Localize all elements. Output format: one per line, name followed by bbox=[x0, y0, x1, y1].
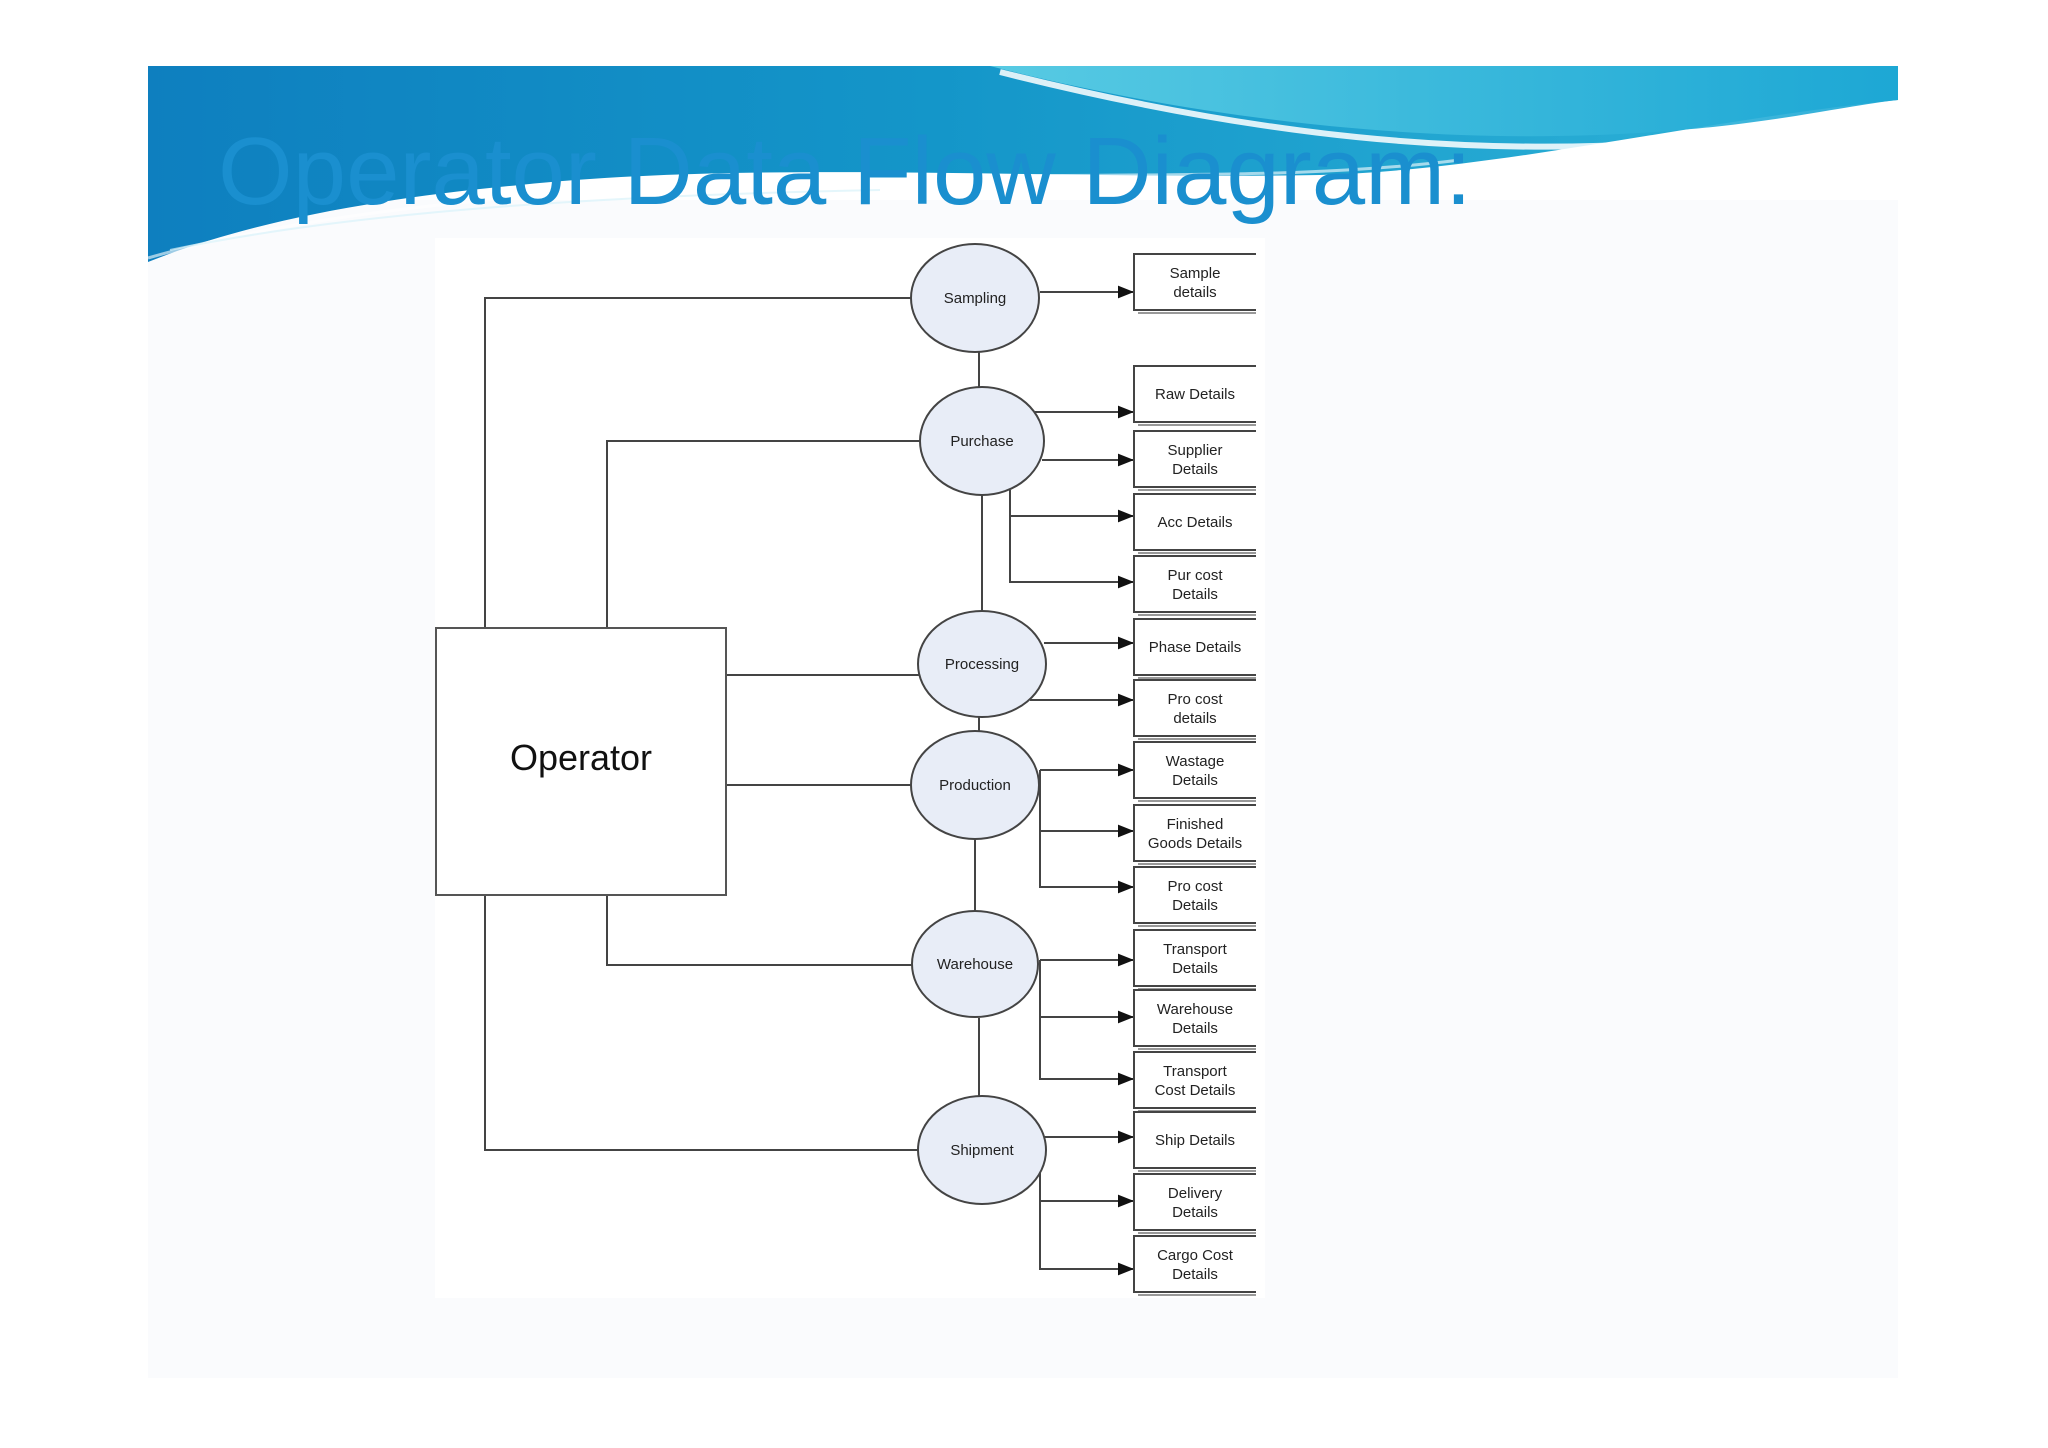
store-sample-details-label: Sample bbox=[1170, 265, 1221, 282]
process-production-label: Production bbox=[939, 777, 1011, 794]
processes: SamplingPurchaseProcessingProductionWare… bbox=[910, 243, 1047, 1205]
store-delivery-details-label: Details bbox=[1172, 1204, 1218, 1221]
process-sampling-bubble bbox=[910, 243, 1040, 353]
process-processing: Processing bbox=[917, 610, 1047, 718]
store-phase-details-label: Phase Details bbox=[1149, 639, 1242, 656]
store-supplier-details-label: Details bbox=[1172, 461, 1218, 478]
store-pro-cost-details-1-label: details bbox=[1173, 710, 1216, 727]
process-purchase-bubble bbox=[919, 386, 1045, 496]
store-transport-cost-details-label: Cost Details bbox=[1155, 1082, 1236, 1099]
store-pur-cost-details-label: Details bbox=[1172, 586, 1218, 603]
store-pro-cost-details-1: Pro cost details bbox=[1133, 679, 1256, 740]
process-sampling-label: Sampling bbox=[944, 290, 1007, 307]
store-wastage-details-label: Wastage bbox=[1166, 753, 1225, 770]
store-pur-cost-details-label: Pur cost bbox=[1167, 567, 1223, 584]
process-purchase-label: Purchase bbox=[950, 433, 1013, 450]
store-acc-details: Acc Details bbox=[1133, 493, 1256, 554]
title-banner bbox=[147, 66, 1898, 262]
store-transport-details-label: Transport bbox=[1163, 941, 1227, 958]
store-sample-details-label: details bbox=[1173, 284, 1216, 301]
store-raw-details-label: Raw Details bbox=[1155, 386, 1235, 403]
operator-label: Operator bbox=[510, 737, 652, 778]
store-pro-cost-details-1-label: Pro cost bbox=[1167, 691, 1223, 708]
process-processing-bubble bbox=[917, 610, 1047, 718]
store-cargo-cost-details-label: Cargo Cost bbox=[1157, 1247, 1234, 1264]
slide-title: Operator Data Flow Diagram: bbox=[218, 118, 1472, 225]
store-sample-details: Sample details bbox=[1133, 253, 1256, 314]
store-supplier-details-label: Supplier bbox=[1167, 442, 1222, 459]
store-transport-cost-details-label: Transport bbox=[1163, 1063, 1227, 1080]
store-cargo-cost-details-label: Details bbox=[1172, 1266, 1218, 1283]
store-wastage-details-label: Details bbox=[1172, 772, 1218, 789]
process-shipment-bubble bbox=[917, 1095, 1047, 1205]
store-warehouse-details-label: Warehouse bbox=[1157, 1001, 1233, 1018]
process-processing-label: Processing bbox=[945, 656, 1019, 673]
process-links bbox=[974, 352, 983, 1096]
store-ship-details-label: Ship Details bbox=[1155, 1132, 1235, 1149]
process-sampling: Sampling bbox=[910, 243, 1040, 353]
process-warehouse: Warehouse bbox=[911, 910, 1039, 1018]
store-warehouse-details-label: Details bbox=[1172, 1020, 1218, 1037]
process-shipment-label: Shipment bbox=[950, 1142, 1014, 1159]
store-pro-cost-details-2-label: Pro cost bbox=[1167, 878, 1223, 895]
process-production-bubble bbox=[910, 730, 1040, 840]
process-warehouse-bubble bbox=[911, 910, 1039, 1018]
store-raw-details: Raw Details bbox=[1133, 365, 1256, 426]
process-warehouse-label: Warehouse bbox=[937, 956, 1013, 973]
operator-entity: Operator bbox=[435, 627, 727, 896]
store-pro-cost-details-2-label: Details bbox=[1172, 897, 1218, 914]
store-transport-details-label: Details bbox=[1172, 960, 1218, 977]
store-connectors bbox=[1009, 285, 1134, 1276]
process-shipment: Shipment bbox=[917, 1095, 1047, 1205]
process-production: Production bbox=[910, 730, 1040, 840]
store-finished-goods-details-label: Goods Details bbox=[1148, 835, 1242, 852]
store-phase-details: Phase Details bbox=[1133, 618, 1256, 679]
process-purchase: Purchase bbox=[919, 386, 1045, 496]
store-acc-details-label: Acc Details bbox=[1157, 514, 1232, 531]
store-delivery-details-label: Delivery bbox=[1168, 1185, 1223, 1202]
operator-connectors bbox=[484, 297, 920, 1151]
store-ship-details: Ship Details bbox=[1133, 1111, 1256, 1172]
store-finished-goods-details-label: Finished bbox=[1167, 816, 1224, 833]
